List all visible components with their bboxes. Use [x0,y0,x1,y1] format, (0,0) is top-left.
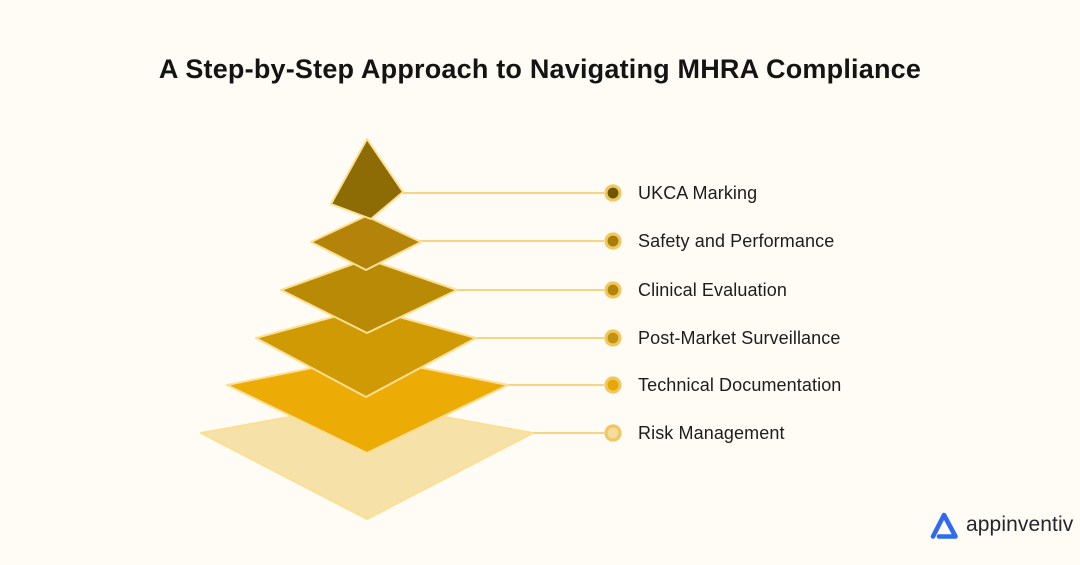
pyramid-layer-ukca-marking [330,138,404,220]
pyramid-layer-technical-documentation [226,356,509,454]
appinventiv-triangle-icon [930,512,958,539]
page-title: A Step-by-Step Approach to Navigating MH… [158,54,922,84]
bullet-dot [604,329,622,347]
layer-label-clinical-evaluation: Clinical Evaluation [638,280,787,300]
pyramid-layer-safety-and-performance [310,215,422,271]
brand-logo-text: appinventiv [966,513,1074,536]
layer-label-post-market-surveillance: Post-Market Surveillance [638,328,841,348]
layer-label-safety-and-performance: Safety and Performance [638,231,835,251]
layer-label-technical-documentation: Technical Documentation [638,375,842,395]
pyramid-layer-clinical-evaluation [280,258,458,334]
bullet-dot [604,376,622,394]
pyramid-layer-post-market-surveillance [255,307,477,398]
brand-logo: appinventiv [929,507,1073,543]
bullet-dot [604,424,622,442]
bullet-dot [604,281,622,299]
appinventiv-triangle-path [930,512,958,539]
bullet-dot [604,232,622,250]
layer-label-ukca-marking: UKCA Marking [638,183,758,203]
bullet-dot [604,184,622,202]
pyramid-layer-risk-management [200,402,534,520]
layer-label-risk-management: Risk Management [638,423,785,443]
